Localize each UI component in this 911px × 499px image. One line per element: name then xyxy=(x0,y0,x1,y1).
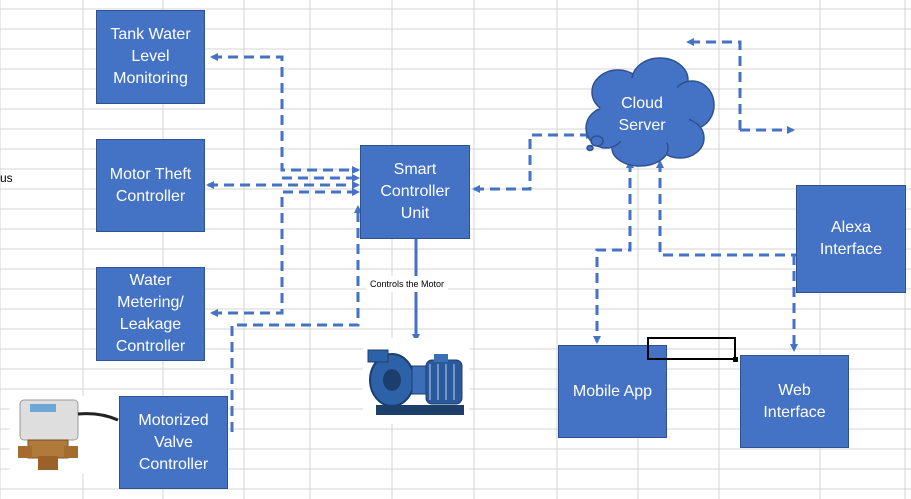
arrow-metering-to-smart xyxy=(210,188,360,317)
web-interface-box[interactable]: Web Interface xyxy=(740,355,849,448)
arrow-cloud-to-alexa xyxy=(656,160,796,257)
smart-controller-box[interactable]: Smart Controller Unit xyxy=(360,145,470,239)
motorized-valve-image xyxy=(10,396,120,474)
connector-arrows xyxy=(206,38,798,432)
selected-cell-handle[interactable] xyxy=(733,357,738,362)
selected-cell[interactable] xyxy=(647,337,736,360)
motor-theft-box[interactable]: Motor Theft Controller xyxy=(96,139,205,232)
water-pump-image xyxy=(363,338,469,424)
arrow-valve-to-smart xyxy=(230,205,362,432)
motorized-valve-box[interactable]: Motorized Valve Controller xyxy=(119,396,228,489)
arrow-smart-to-cloud xyxy=(472,131,594,193)
cloud-server-label: Cloud Server xyxy=(618,95,666,134)
cell-text-fragment: us xyxy=(0,171,13,185)
cloud-shape xyxy=(585,57,715,167)
water-metering-box[interactable]: Water Metering/ Leakage Controller xyxy=(96,267,205,361)
alexa-interface-box[interactable]: Alexa Interface xyxy=(796,185,906,293)
controls-motor-label: Controls the Motor xyxy=(366,276,449,292)
arrow-cloud-top xyxy=(686,38,742,130)
arrow-cloud-to-mobile xyxy=(593,160,634,344)
mobile-app-box[interactable]: Mobile App xyxy=(558,345,667,438)
tank-water-level-box[interactable]: Tank Water Level Monitoring xyxy=(96,10,205,104)
arrow-tank-to-smart xyxy=(210,53,360,174)
